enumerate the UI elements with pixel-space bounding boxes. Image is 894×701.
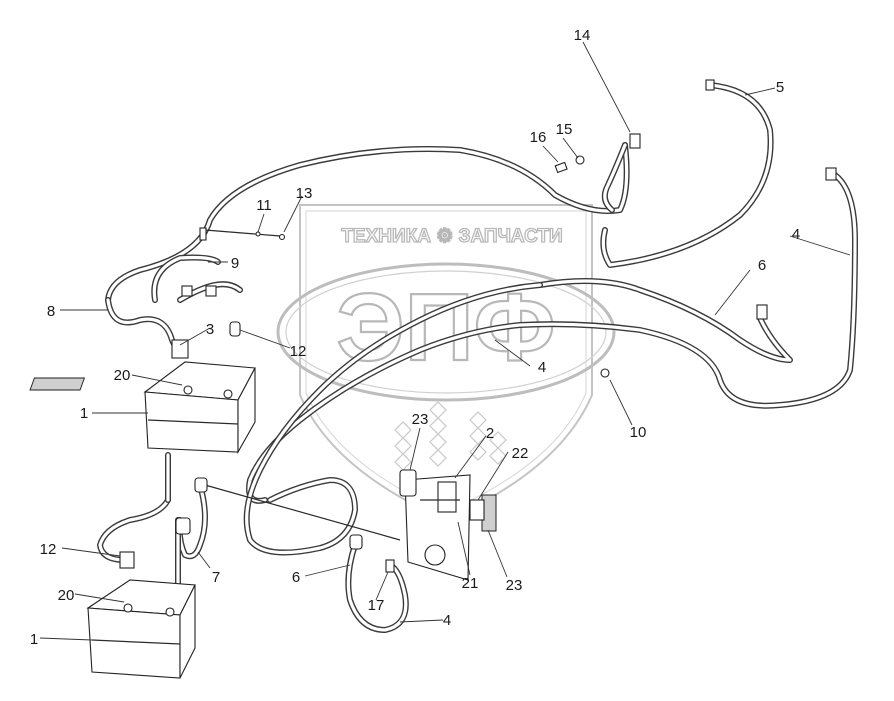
- callout-13: 13: [296, 185, 313, 202]
- callout-21: 21: [462, 575, 479, 592]
- leader-lines: [39, 41, 851, 641]
- watermark: ТЕХНИКА ⚙ ЗАПЧАСТИ ЭПФ: [276, 204, 616, 522]
- callout-23-lower: 23: [506, 577, 523, 594]
- callout-2: 2: [486, 425, 494, 442]
- callout-1-upper: 1: [80, 405, 88, 422]
- callout-16: 16: [530, 129, 547, 146]
- battery-lower: [86, 579, 196, 679]
- callout-17: 17: [368, 597, 385, 614]
- callout-4-right: 4: [792, 226, 800, 243]
- callout-20-lower: 20: [58, 587, 75, 604]
- callout-8: 8: [47, 303, 55, 320]
- callout-6-right: 6: [758, 257, 766, 274]
- watermark-oval: [276, 262, 616, 402]
- callout-23-upper: 23: [412, 411, 429, 428]
- callout-10: 10: [630, 424, 647, 441]
- battery-switch-assembly: [399, 469, 497, 581]
- callout-22: 22: [512, 445, 529, 462]
- callout-3: 3: [206, 321, 214, 338]
- battery-upper: [29, 361, 256, 455]
- watermark-brand-text: ТЕХНИКА ⚙ ЗАПЧАСТИ: [341, 226, 562, 247]
- callout-9: 9: [231, 255, 239, 272]
- callout-20-upper: 20: [114, 367, 131, 384]
- callout-11: 11: [256, 197, 272, 214]
- callout-4-lower: 4: [443, 612, 451, 629]
- callout-12-upper: 12: [290, 343, 307, 360]
- callout-6-lower: 6: [292, 569, 300, 586]
- small-parts: [119, 79, 837, 573]
- callout-12-lower: 12: [40, 541, 57, 558]
- watermark-oval-inner: [285, 270, 607, 394]
- callout-14: 14: [574, 27, 591, 44]
- callout-7: 7: [212, 569, 220, 586]
- callout-labels: 1 1 2 3 4 4 4 5 6 6 7 8 9 10 11 12 12 13…: [30, 27, 800, 648]
- callout-5: 5: [776, 79, 784, 96]
- callout-4-center: 4: [538, 359, 546, 376]
- callout-1-lower: 1: [30, 631, 38, 648]
- callout-15: 15: [556, 121, 573, 138]
- cable-harness: [97, 82, 858, 633]
